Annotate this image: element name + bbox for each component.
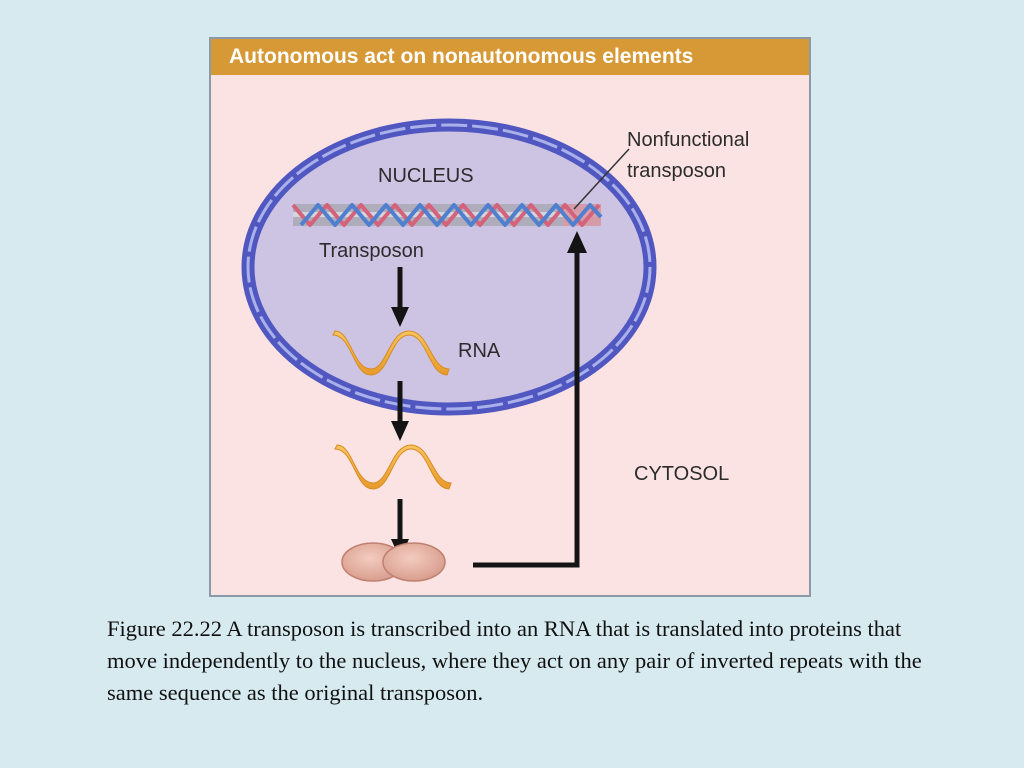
rna-in-nucleus [332, 330, 450, 376]
nucleus-label: NUCLEUS [378, 165, 474, 187]
nucleus [241, 118, 657, 416]
rna-label: RNA [458, 340, 501, 362]
protein [341, 542, 446, 582]
figure-header: Autonomous act on nonautonomous elements [211, 39, 809, 75]
figure-caption: Figure 22.22 A transposon is transcribed… [107, 616, 922, 705]
nonfunctional-label-line1: Nonfunctional [627, 129, 749, 151]
transposon-label: Transposon [319, 240, 424, 262]
nonfunctional-label: Nonfunctional transposon [627, 129, 755, 182]
dna-helix [291, 203, 603, 227]
nonfunctional-pointer-line [573, 148, 630, 210]
diagram: NUCLEUS Transposon Nonfunctional transpo… [241, 118, 755, 582]
transcription-arrow [391, 267, 409, 327]
figure-panel: Autonomous act on nonautonomous elements… [209, 37, 811, 597]
nonfunctional-label-line2: transposon [627, 160, 726, 182]
export-arrow [391, 381, 409, 441]
rna-in-cytosol [334, 444, 452, 490]
cytosol-label: CYTOSOL [634, 463, 729, 485]
return-arrow [473, 231, 587, 568]
